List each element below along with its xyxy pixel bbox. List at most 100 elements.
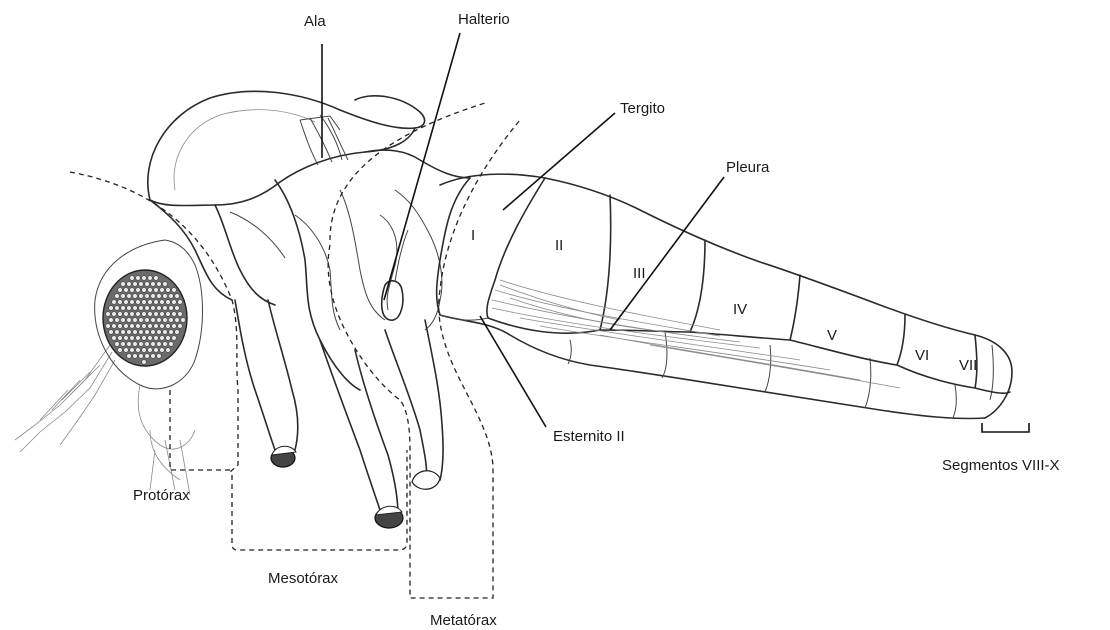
eye-facet — [157, 354, 162, 359]
eye-facet — [145, 306, 150, 311]
eye-facet — [124, 348, 129, 353]
eye-facet — [160, 336, 165, 341]
label-segmentos: Segmentos VIII-X — [942, 457, 1060, 474]
eye-facet — [133, 318, 138, 323]
eye-facet — [160, 324, 165, 329]
eye-facet — [112, 300, 117, 305]
eye-facet — [169, 294, 174, 299]
eye-facet — [127, 330, 132, 335]
eye-facet — [139, 282, 144, 287]
eye-facet — [166, 300, 171, 305]
eye-facet — [136, 336, 141, 341]
eye-facet — [169, 318, 174, 323]
eye-facet — [130, 276, 135, 281]
eye-facet — [178, 300, 183, 305]
eye-facet — [142, 360, 147, 365]
thorax — [148, 91, 470, 390]
eye-facet — [136, 312, 141, 317]
eye-facet — [151, 318, 156, 323]
eye-facet — [115, 342, 120, 347]
label-pleura: Pleura — [726, 159, 770, 176]
eye-facet — [130, 336, 135, 341]
eye-facet — [118, 336, 123, 341]
eye-facet — [172, 336, 177, 341]
eye-facet — [142, 300, 147, 305]
eye-facet — [151, 342, 156, 347]
eye-facet — [175, 306, 180, 311]
label-protorax: Protórax — [133, 487, 190, 504]
eye-facet — [115, 330, 120, 335]
eye-facet — [139, 294, 144, 299]
eye-facet — [133, 294, 138, 299]
eye-facet — [169, 342, 174, 347]
eye-facet — [139, 318, 144, 323]
eye-facet — [127, 306, 132, 311]
eye-facet — [154, 348, 159, 353]
segment-label-7: VII — [959, 357, 977, 374]
eye-facet — [112, 336, 117, 341]
eye-facet — [166, 288, 171, 293]
eye-facet — [133, 342, 138, 347]
eye-facet — [142, 312, 147, 317]
compound-eye — [103, 270, 187, 366]
eye-facet — [118, 312, 123, 317]
eye-facet — [130, 288, 135, 293]
eye-facet — [130, 312, 135, 317]
eye-facet — [157, 294, 162, 299]
segment-label-3: III — [633, 265, 646, 282]
eye-facet — [166, 348, 171, 353]
eye-facet — [160, 348, 165, 353]
pleura-leader — [610, 177, 724, 330]
esternito-leader — [480, 316, 546, 427]
eye-facet — [142, 348, 147, 353]
eye-facet — [145, 342, 150, 347]
segment-label-1: I — [471, 227, 475, 244]
eye-facet — [133, 354, 138, 359]
eye-facet — [148, 336, 153, 341]
eye-facet — [154, 312, 159, 317]
segment-label-5: V — [827, 327, 837, 344]
eye-facet — [172, 324, 177, 329]
eye-facet — [157, 282, 162, 287]
eye-facet — [151, 354, 156, 359]
eye-facet — [124, 312, 129, 317]
eye-facet — [124, 324, 129, 329]
eye-facet — [166, 336, 171, 341]
eye-facet — [130, 324, 135, 329]
eye-facet — [112, 312, 117, 317]
eye-facet — [127, 318, 132, 323]
eye-facet — [151, 330, 156, 335]
eye-facet — [154, 324, 159, 329]
eye-facet — [148, 348, 153, 353]
label-halterio: Halterio — [458, 11, 510, 28]
eye-facet — [133, 306, 138, 311]
eye-facet — [130, 348, 135, 353]
eye-facet — [133, 282, 138, 287]
eye-facet — [109, 318, 114, 323]
eye-facet — [163, 306, 168, 311]
eye-facet — [157, 318, 162, 323]
eye-facet — [109, 306, 114, 311]
eye-facet — [151, 282, 156, 287]
eye-facet — [169, 330, 174, 335]
eye-facet — [148, 324, 153, 329]
eye-facet — [109, 330, 114, 335]
eye-facet — [139, 306, 144, 311]
eye-facet — [172, 300, 177, 305]
eye-facet — [139, 330, 144, 335]
eye-facet — [121, 330, 126, 335]
eye-facet — [145, 294, 150, 299]
eye-facet — [178, 324, 183, 329]
eye-facet — [127, 282, 132, 287]
eye-facet — [142, 336, 147, 341]
eye-facet — [166, 312, 171, 317]
eye-facet — [118, 348, 123, 353]
eye-facet — [148, 300, 153, 305]
eye-facet — [136, 348, 141, 353]
eye-facet — [136, 288, 141, 293]
eye-facet — [169, 306, 174, 311]
eye-facet — [145, 318, 150, 323]
eye-facet — [121, 306, 126, 311]
eye-facet — [154, 288, 159, 293]
label-esternito: Esternito II — [553, 428, 625, 445]
